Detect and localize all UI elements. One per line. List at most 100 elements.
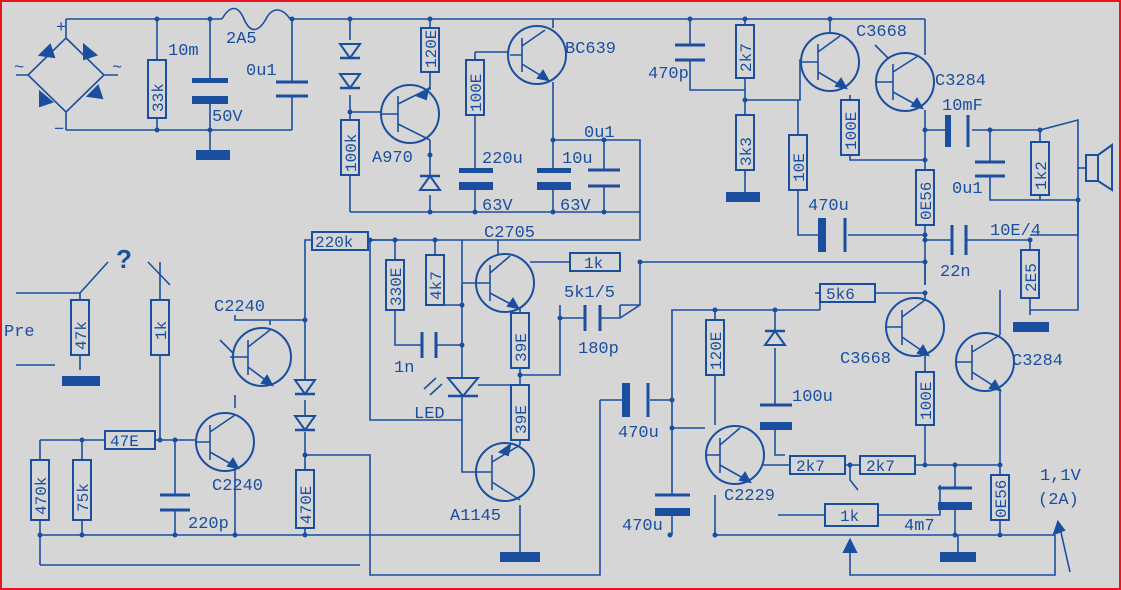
bridge-minus-label: − xyxy=(54,121,64,140)
bridge-plus-label: + xyxy=(56,19,66,38)
transistor-c2705-label: C2705 xyxy=(484,224,535,243)
resistor-4k7 xyxy=(425,254,445,306)
cap-470u-top-label: 470u xyxy=(808,197,849,216)
transistor-c3668-top-label: C3668 xyxy=(856,23,907,42)
resistor-1k2-label: 1k2 xyxy=(1033,161,1051,190)
resistor-3k3 xyxy=(735,114,755,171)
resistor-0e56-bottom-label: 0E56 xyxy=(993,480,1011,518)
cap-63v-a-label: 63V xyxy=(482,197,513,216)
diodes: LED xyxy=(293,43,787,432)
resistor-100e-c xyxy=(915,371,935,426)
transistor-a970-label: A970 xyxy=(372,149,413,168)
resistor-470e-label: 470E xyxy=(298,486,316,524)
cap-220p-label: 220p xyxy=(188,515,229,534)
resistor-39e-a-label: 39E xyxy=(513,333,531,362)
resistor-2k7-b xyxy=(859,455,916,475)
bias-current-label: (2A) xyxy=(1038,491,1079,510)
resistor-100e-a-label: 100E xyxy=(468,74,486,112)
resistor-100e-b-label: 100E xyxy=(843,112,861,150)
resistor-1k-mid xyxy=(569,252,621,272)
resistor-75k xyxy=(72,459,92,521)
resistor-47e-label: 47E xyxy=(110,433,139,451)
cap-4m7-label: 4m7 xyxy=(904,517,935,536)
resistor-75k-label: 75k xyxy=(75,483,93,512)
transistor-c2240-a-label: C2240 xyxy=(214,298,265,317)
transistor-c3668-bottom-label: C3668 xyxy=(840,350,891,369)
resistor-47e xyxy=(104,430,156,450)
resistor-39e-b-label: 39E xyxy=(513,405,531,434)
bridge-ac-right-label: ~ xyxy=(112,59,122,78)
resistor-39e-a xyxy=(510,312,530,369)
cap-0u1-c-label: 0u1 xyxy=(952,180,983,199)
resistor-100e-c-label: 100E xyxy=(918,382,936,420)
resistor-5k6 xyxy=(819,283,876,303)
resistor-220k-label: 220k xyxy=(315,234,353,252)
capacitors: 10m 50V 0u1 220u 63V 10u 63V 0u1 470p 10… xyxy=(160,42,1005,536)
led-label: LED xyxy=(414,405,445,424)
cap-63v-b-label: 63V xyxy=(560,197,591,216)
cap-10u-label: 10u xyxy=(562,150,593,169)
zobel-label: 10E/4 xyxy=(990,222,1041,241)
transistor-c3284-top-label: C3284 xyxy=(935,72,986,91)
resistor-47k-label: 47k xyxy=(73,321,91,350)
resistor-0e56-bottom xyxy=(990,474,1010,521)
resistor-3k3-label: 3k3 xyxy=(738,137,756,166)
resistor-2e5 xyxy=(1020,249,1040,299)
cap-100u-label: 100u xyxy=(792,388,833,407)
resistor-100k xyxy=(340,119,360,176)
resistor-120e-top-label: 120E xyxy=(423,30,441,68)
resistor-100e-a xyxy=(465,59,485,116)
fuse-label: 2A5 xyxy=(226,30,257,49)
resistor-10e-label: 10E xyxy=(791,153,809,182)
ground-symbols xyxy=(62,150,1049,562)
resistor-2k7-top xyxy=(735,24,755,79)
transistors: BC639 A970 C3668 C3284 C2705 C2240 C2240 xyxy=(195,23,1063,526)
resistor-2e5-label: 2E5 xyxy=(1023,263,1041,292)
resistor-0e56-top xyxy=(915,169,935,226)
question-mark: ? xyxy=(116,244,132,274)
cap-180p-label: 180p xyxy=(578,340,619,359)
transistor-bc639-label: BC639 xyxy=(565,40,616,59)
r5k15-label: 5k1/5 xyxy=(564,284,615,303)
resistor-1k-mid-label: 1k xyxy=(584,255,603,273)
cap-10m-label: 10m xyxy=(168,42,199,61)
resistor-1k-input xyxy=(150,299,170,356)
resistor-220k xyxy=(311,231,369,251)
potentiometer-1k xyxy=(824,503,879,527)
pre-label: Pre xyxy=(4,323,35,342)
bias-voltage-label: 1,1V xyxy=(1040,467,1082,486)
transistor-c2240-b-label: C2240 xyxy=(212,477,263,496)
cap-1n-label: 1n xyxy=(394,359,414,378)
resistor-120e-bottom xyxy=(705,319,725,376)
resistor-330e-label: 330E xyxy=(388,268,406,306)
resistor-33k-label: 33k xyxy=(150,83,168,112)
transistor-a1145-label: A1145 xyxy=(450,507,501,526)
cap-0u1-a-label: 0u1 xyxy=(246,62,277,81)
cap-22n-label: 22n xyxy=(940,263,971,282)
resistor-33k xyxy=(147,59,167,119)
resistor-330e xyxy=(385,259,405,311)
resistor-100k-label: 100k xyxy=(343,134,361,172)
bridge-ac-left-label: ~ xyxy=(14,59,24,78)
resistor-120e-bottom-label: 120E xyxy=(708,332,726,370)
cap-470p-label: 470p xyxy=(648,65,689,84)
misc-labels: Pre ? 5k1/5 10E/4 1,1V (2A) xyxy=(4,222,1082,553)
resistor-100e-b xyxy=(840,99,860,156)
cap-50v-label: 50V xyxy=(212,108,243,127)
cap-10mf-label: 10mF xyxy=(942,97,983,116)
resistors: 33k 120E 100k 100E 2k7 3k3 10E 100E 0E56… xyxy=(30,24,1051,529)
resistor-120e-top xyxy=(420,27,440,73)
resistor-470k-label: 470k xyxy=(33,477,51,515)
cap-220u-label: 220u xyxy=(482,150,523,169)
resistor-0e56-top-label: 0E56 xyxy=(918,182,936,220)
resistor-2k7-b-label: 2k7 xyxy=(866,458,895,476)
resistors-horizontal: 220k 1k 47E 5k6 2k7 2k7 1k xyxy=(104,231,916,527)
transistor-c2229-label: C2229 xyxy=(724,487,775,506)
resistor-470e xyxy=(295,469,315,529)
potentiometer-1k-label: 1k xyxy=(840,508,859,526)
resistor-1k-input-label: 1k xyxy=(153,321,171,340)
resistor-2k7-a xyxy=(789,455,846,475)
cap-470u-bottom-label: 470u xyxy=(622,517,663,536)
